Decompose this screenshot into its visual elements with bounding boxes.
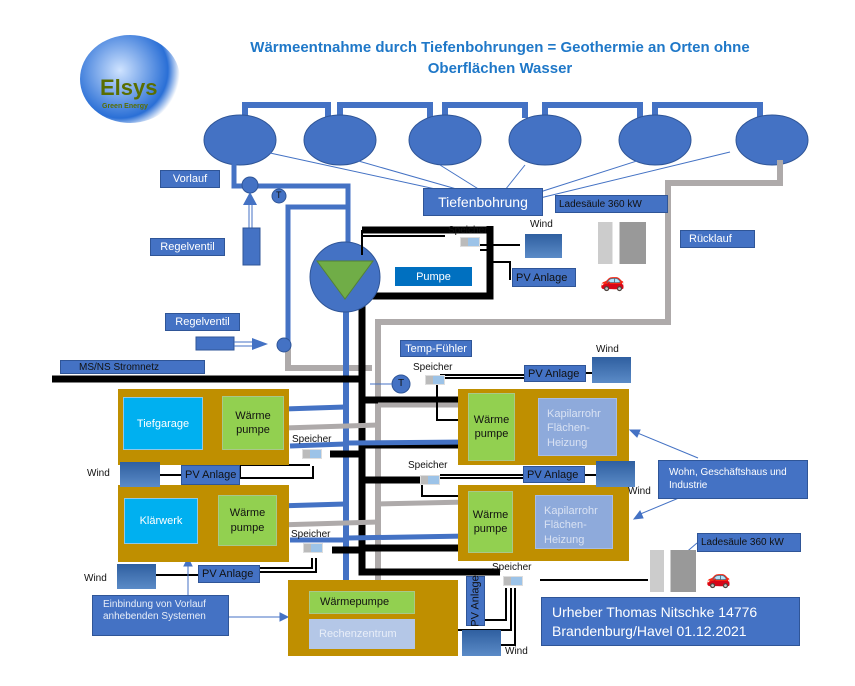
- tiefgarage-label: Tiefgarage: [123, 397, 203, 450]
- wind-turbine-icon: [462, 630, 501, 656]
- vorlauf-label: Vorlauf: [160, 170, 220, 188]
- heat-pump-rechenzentrum: Wärmepumpe: [309, 591, 415, 614]
- borehole-6: [735, 114, 809, 166]
- speicher-label-1: Speicher: [448, 225, 488, 236]
- wind-label-1: Wind: [87, 468, 110, 479]
- urheber-line-1: Urheber Thomas Nitschke 14776: [552, 604, 758, 620]
- title-line-1: Wärmeentnahme durch Tiefenbohrungen = Ge…: [250, 39, 750, 56]
- rechenzentrum-label: Rechenzentrum: [309, 619, 415, 649]
- urheber-note: Urheber Thomas Nitschke 14776 Brandenbur…: [541, 597, 800, 646]
- pv-anlage-6: PV Anlage: [466, 575, 485, 627]
- pump-triangle-icon: [316, 260, 374, 300]
- temp-symbol-2: T: [398, 378, 405, 389]
- battery-storage-icon: [420, 475, 440, 485]
- electric-car-icon: 🚗: [600, 270, 625, 292]
- wohn-note: Wohn, Geschäftshaus und Industrie: [658, 460, 808, 499]
- temperature-sensor-icon: [271, 188, 287, 204]
- charging-station-icon: [598, 222, 646, 264]
- borehole-probes: [203, 114, 809, 166]
- heat-pump-klaerwerk: Wärme pumpe: [218, 495, 277, 546]
- klaerwerk-block: Klärwerk Wärme pumpe: [118, 485, 289, 562]
- ladesaeule-label-2: Ladesäule 360 kW: [697, 533, 801, 552]
- battery-storage-icon: [303, 543, 323, 553]
- temp-symbol: T: [276, 190, 282, 200]
- pv-anlage-3: PV Anlage: [512, 268, 576, 287]
- borehole-3: [408, 114, 482, 166]
- title-line-2: Oberflächen Wasser: [427, 60, 573, 77]
- heat-pump-wohn-1: Wärme pumpe: [468, 393, 515, 461]
- logo: Elsys Green Energy: [80, 35, 180, 123]
- pv-anlage-6-label: PV Anlage: [469, 575, 482, 627]
- speicher-label-2: Speicher: [413, 362, 453, 373]
- pv-anlage-5: PV Anlage: [523, 466, 585, 483]
- heat-pump-tiefgarage: Wärme pumpe: [222, 396, 284, 450]
- page-title: Wärmeentnahme durch Tiefenbohrungen = Ge…: [200, 37, 800, 79]
- klaerwerk-label: Klärwerk: [124, 498, 198, 544]
- floor-heating-2: Kapilarrohr Flächen-Heizung: [535, 495, 613, 549]
- stromnetz-label: MS/NS Stromnetz: [60, 360, 205, 374]
- electric-car-icon-2: 🚗: [706, 567, 731, 589]
- tiefgarage-block: Tiefgarage Wärme pumpe: [118, 389, 289, 465]
- logo-tagline: Green Energy: [102, 103, 148, 110]
- battery-storage-icon: [302, 449, 322, 459]
- valve-icon: [241, 176, 259, 194]
- speicher-label-5: Speicher: [291, 529, 331, 540]
- borehole-1: [203, 114, 277, 166]
- charging-station-icon-2: [650, 550, 696, 592]
- wind-turbine-icon: [117, 564, 156, 589]
- regelventil-label-2: Regelventil: [165, 313, 240, 331]
- collector-pipe: [242, 102, 763, 118]
- borehole-5: [618, 114, 692, 166]
- wind-turbine-icon: [592, 357, 631, 383]
- pv-anlage-1: PV Anlage: [181, 465, 240, 485]
- pv-anlage-2: PV Anlage: [198, 565, 260, 583]
- temp-fuehler-label: Temp-Fühler: [400, 340, 472, 357]
- battery-storage-icon: [503, 576, 523, 586]
- logo-name: Elsys: [100, 75, 158, 100]
- speicher-label-6: Speicher: [492, 562, 532, 573]
- borehole-2: [303, 114, 377, 166]
- regelventil-label: Regelventil: [150, 238, 225, 256]
- ladesaeule-label: Ladesäule 360 kW: [555, 195, 668, 213]
- speicher-label-4: Speicher: [292, 434, 332, 445]
- wohn-block-2: Wärme pumpe Kapilarrohr Flächen-Heizung: [458, 485, 629, 561]
- wind-label-6: Wind: [505, 646, 528, 657]
- tiefenbohrung-arrows: [269, 151, 731, 199]
- urheber-line-2: Brandenburg/Havel 01.12.2021: [552, 623, 747, 639]
- wind-turbine-icon: [596, 461, 635, 487]
- rechenzentrum-block: Wärmepumpe Rechenzentrum: [288, 580, 458, 656]
- pumpe-label: Pumpe: [395, 267, 472, 286]
- battery-storage-icon: [460, 237, 480, 247]
- tiefenbohrung-label: Tiefenbohrung: [423, 188, 543, 216]
- valve-icon-2: [276, 337, 292, 353]
- wind-label-2: Wind: [84, 573, 107, 584]
- wind-label-3: Wind: [530, 219, 553, 230]
- wind-label-4: Wind: [596, 344, 619, 355]
- wohn-block-1: Wärme pumpe Kapilarrohr Flächen-Heizung: [458, 389, 629, 465]
- pv-anlage-4: PV Anlage: [524, 365, 586, 382]
- ruecklauf-label: Rücklauf: [680, 230, 755, 248]
- floor-heating-1: Kapilarrohr Flächen-Heizung: [538, 398, 617, 456]
- wind-turbine-icon: [525, 234, 562, 258]
- heat-pump-wohn-2: Wärme pumpe: [468, 491, 513, 553]
- borehole-4: [508, 114, 582, 166]
- wind-label-5: Wind: [628, 486, 651, 497]
- battery-storage-icon: [425, 375, 445, 385]
- wind-turbine-icon: [120, 462, 160, 487]
- speicher-label-3: Speicher: [408, 460, 448, 471]
- einbindung-note: Einbindung von Vorlauf anhebenden System…: [92, 595, 229, 636]
